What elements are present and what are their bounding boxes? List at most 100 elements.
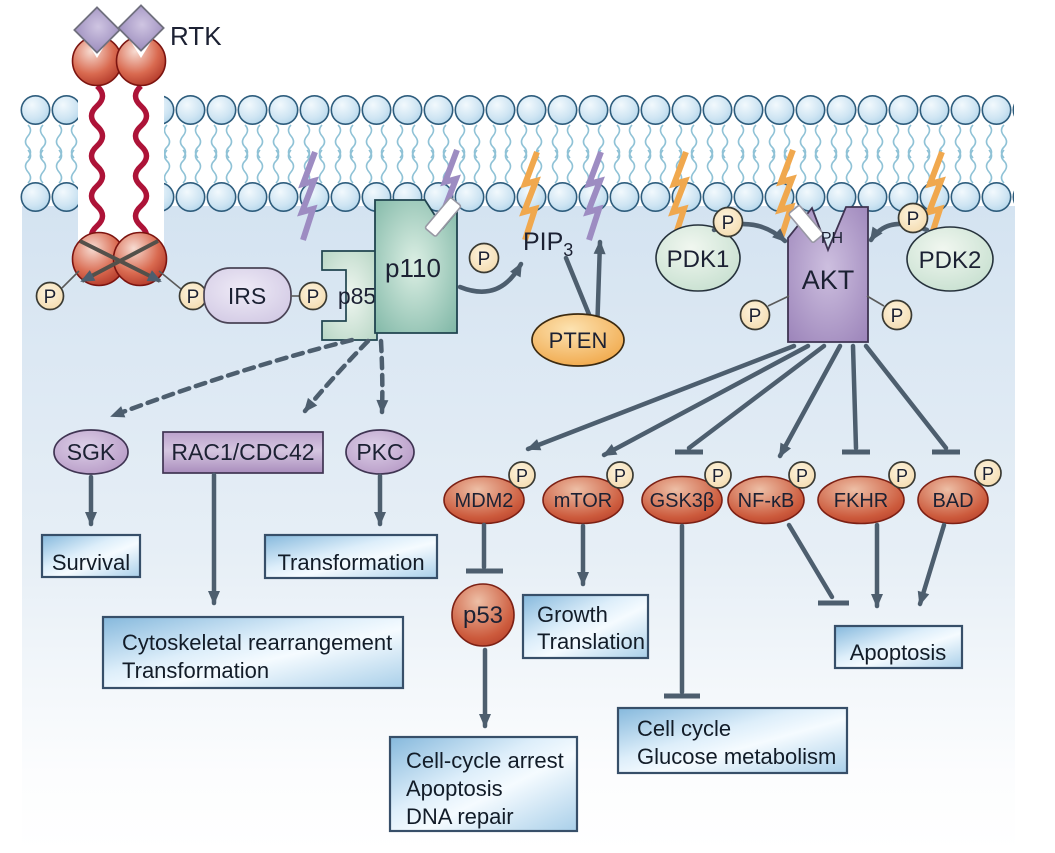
- lightning-bolt-icon: [583, 150, 605, 241]
- pi3k-to-pkc-dashed-arrow: [376, 338, 389, 415]
- phospho-badge-label: P: [749, 306, 762, 327]
- membrane-left-segment: [20, 95, 78, 212]
- pdk1-label: PDK1: [667, 246, 730, 273]
- phospho-badge: P: [739, 299, 771, 331]
- lightning-bolt-icon: [924, 150, 946, 241]
- phospho-badge-label: P: [796, 466, 808, 486]
- fkhr-node: [817, 475, 905, 525]
- phospho-badge: P: [468, 242, 500, 274]
- fkhr-label: FKHR: [834, 490, 888, 512]
- pkc-label: PKC: [356, 439, 403, 465]
- phospho-badge-label: P: [307, 287, 320, 308]
- connector-line: [158, 270, 182, 290]
- p110-to-pip3-arrow: [457, 261, 524, 294]
- phospho-badge: P: [712, 206, 744, 238]
- p110-notch-rod: [424, 197, 462, 237]
- growth-translation-box: [521, 593, 650, 660]
- arrest-line3: DNA repair: [406, 804, 514, 829]
- pten-node: [531, 313, 625, 367]
- bad-label: BAD: [932, 490, 973, 512]
- cell-cycle-glucose-box: [616, 706, 849, 775]
- akt-node: [787, 206, 869, 343]
- gsk3b-node: [641, 475, 723, 525]
- p53-node: [451, 583, 515, 647]
- rac1-cdc42-node: [162, 431, 324, 474]
- phospho-badge-label: P: [896, 466, 908, 486]
- phospho-badge-label: P: [187, 287, 200, 308]
- membrane-main-segment: [164, 95, 1014, 212]
- phospho-badge: P: [897, 202, 929, 234]
- pten-label: PTEN: [549, 328, 608, 353]
- cytoskeletal-line2: Transformation: [122, 658, 269, 683]
- phospho-badge: P: [974, 459, 1002, 487]
- arrest-line1: Cell-cycle arrest: [406, 748, 564, 773]
- rtk-label: RTK: [170, 21, 222, 51]
- bad-node: [917, 475, 989, 525]
- phospho-badge-label: P: [722, 213, 735, 234]
- akt-to-mdm2-arrow: [525, 343, 797, 452]
- ligand-diamond-icon: [117, 4, 165, 52]
- pdk2-label: PDK2: [919, 247, 982, 274]
- sgk-label: SGK: [67, 439, 116, 465]
- p85-label: p85: [338, 283, 376, 309]
- phospho-badge: P: [35, 281, 65, 311]
- akt-to-gsk3b-inhibit: [686, 343, 827, 451]
- phospho-badge-label: P: [907, 209, 920, 230]
- pdk2-node: [906, 226, 994, 292]
- sgk-node: [53, 429, 129, 475]
- phospho-badge-label: P: [516, 466, 528, 486]
- phospho-badge-label: P: [982, 464, 994, 484]
- p110-label: p110: [385, 253, 441, 283]
- cellcycle-line1: Cell cycle: [637, 716, 731, 741]
- phospho-badge: P: [881, 299, 913, 331]
- cellcycle-line2: Glucose metabolism: [637, 744, 836, 769]
- survival-box: [40, 533, 142, 579]
- akt-ph-rod: [788, 204, 824, 244]
- ligand-diamond-icon: [73, 6, 121, 54]
- apoptosis-box: [833, 624, 964, 670]
- phospho-badge-label: P: [44, 287, 57, 308]
- ph-domain-label: PH: [821, 230, 843, 247]
- lightning-bolt-icon: [668, 150, 690, 241]
- arrest-line2: Apoptosis: [406, 776, 503, 801]
- transformation-label: Transformation: [277, 550, 424, 575]
- phospho-badge: P: [606, 461, 634, 489]
- mtor-node: [542, 475, 624, 525]
- pdk1-node: [655, 224, 741, 292]
- lightning-bolt-icon: [519, 150, 541, 241]
- akt-to-fkhr-inhibit: [850, 343, 859, 451]
- mtor-label: mTOR: [554, 490, 613, 512]
- rtk-transmembrane-strand: [132, 83, 150, 247]
- nfkb-node: [727, 475, 805, 525]
- cytoskeletal-line1: Cytoskeletal rearrangement: [122, 630, 392, 655]
- growth-line2: Translation: [537, 629, 645, 654]
- connector-line: [866, 295, 885, 307]
- phospho-badge: P: [178, 281, 208, 311]
- nfkb-label: NF-κB: [738, 490, 795, 512]
- mdm2-label: MDM2: [455, 490, 514, 512]
- phospho-badge: P: [508, 461, 536, 489]
- akt-label: AKT: [802, 265, 855, 295]
- phospho-badge: P: [704, 461, 732, 489]
- bad-to-apoptosis-arrow: [917, 522, 947, 607]
- pi3k-to-sgk-dashed-arrow: [109, 337, 355, 419]
- phospho-badge-label: P: [478, 249, 491, 270]
- pi3k-to-rac-dashed-arrow: [302, 338, 371, 414]
- rtk-receptor: RTK: [71, 4, 222, 287]
- connector-line: [61, 270, 80, 289]
- pip3-label: PIP3: [523, 228, 573, 260]
- akt-to-nfkb-arrow: [777, 343, 843, 459]
- transphosphorylation-arrow: [79, 239, 162, 283]
- nfkb-to-apoptosis-inhibit: [786, 522, 835, 600]
- phospho-badge-label: P: [614, 466, 626, 486]
- transformation-box: [263, 533, 439, 580]
- cell-cycle-arrest-box: [388, 735, 579, 833]
- p53-label: p53: [463, 602, 503, 629]
- rtk-transmembrane-strand: [88, 83, 106, 247]
- phospho-badge-label: P: [712, 466, 724, 486]
- survival-label: Survival: [52, 550, 130, 575]
- rac1-cdc42-label: RAC1/CDC42: [171, 439, 314, 465]
- phospho-badge: P: [788, 461, 816, 489]
